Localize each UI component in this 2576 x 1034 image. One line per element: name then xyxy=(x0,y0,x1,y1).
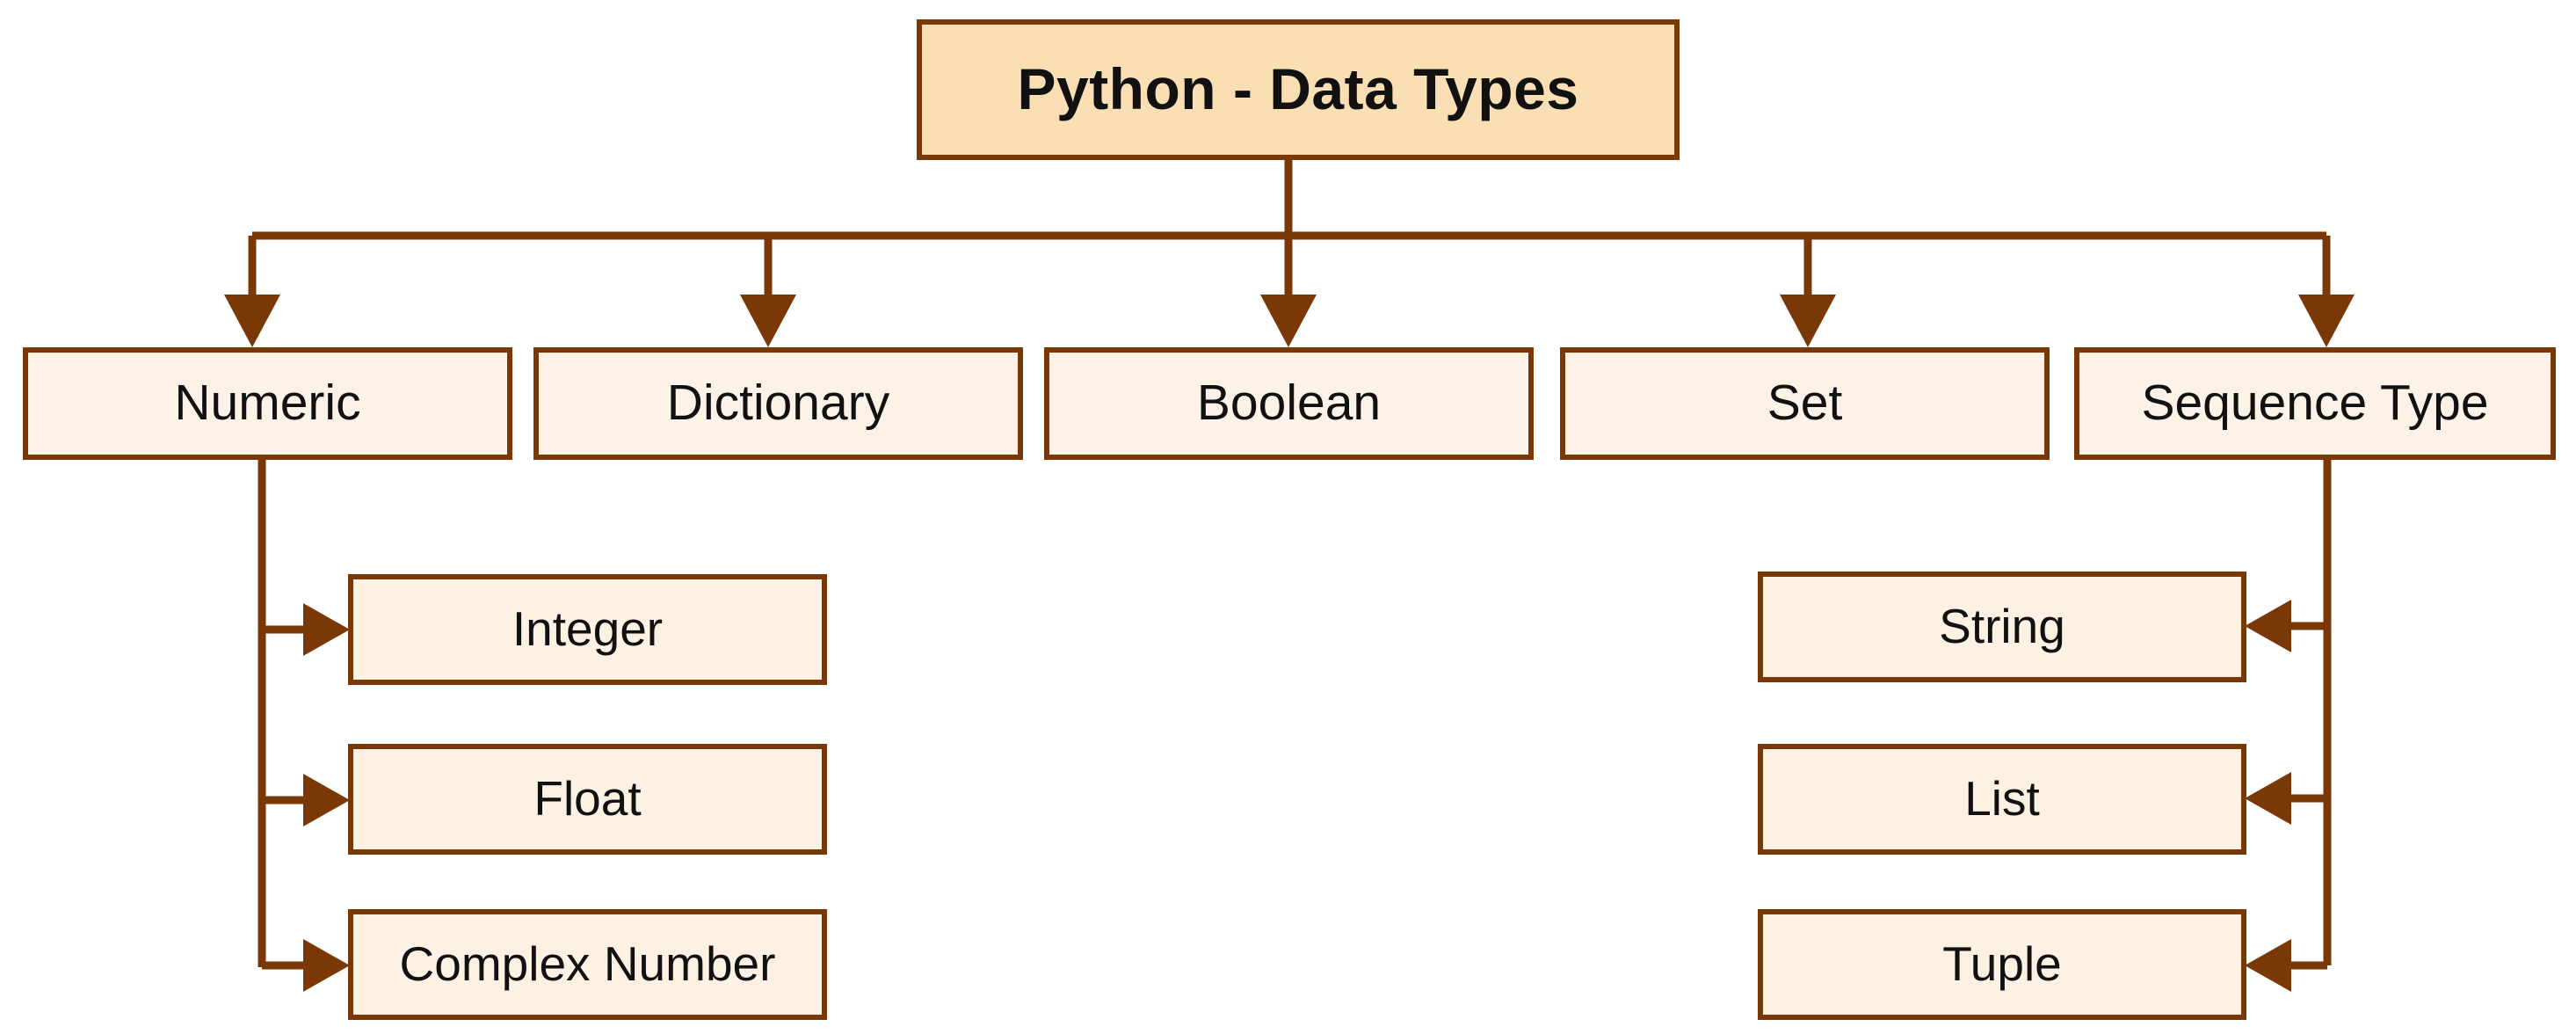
node-label: Tuple xyxy=(1942,936,2062,992)
node-label: Set xyxy=(1767,375,1843,432)
node-label: Numeric xyxy=(174,375,361,432)
node-complex-number[interactable]: Complex Number xyxy=(348,909,827,1020)
node-label: Dictionary xyxy=(666,375,890,432)
node-label: Integer xyxy=(512,601,664,657)
node-dictionary[interactable]: Dictionary xyxy=(533,347,1023,460)
node-label: List xyxy=(1964,771,2040,826)
node-tuple[interactable]: Tuple xyxy=(1758,909,2246,1020)
node-numeric[interactable]: Numeric xyxy=(23,347,512,460)
node-boolean[interactable]: Boolean xyxy=(1044,347,1534,460)
node-label: Sequence Type xyxy=(2141,375,2489,432)
node-label: Python - Data Types xyxy=(1017,56,1579,122)
node-label: Float xyxy=(533,771,642,826)
node-label: String xyxy=(1939,599,2065,654)
node-string[interactable]: String xyxy=(1758,572,2246,682)
node-float[interactable]: Float xyxy=(348,744,827,855)
node-label: Complex Number xyxy=(399,936,776,992)
node-set[interactable]: Set xyxy=(1560,347,2050,460)
node-list[interactable]: List xyxy=(1758,744,2246,855)
node-integer[interactable]: Integer xyxy=(348,574,827,685)
node-label: Boolean xyxy=(1196,375,1382,432)
node-python-data-types[interactable]: Python - Data Types xyxy=(917,19,1680,160)
node-sequence-type[interactable]: Sequence Type xyxy=(2074,347,2556,460)
